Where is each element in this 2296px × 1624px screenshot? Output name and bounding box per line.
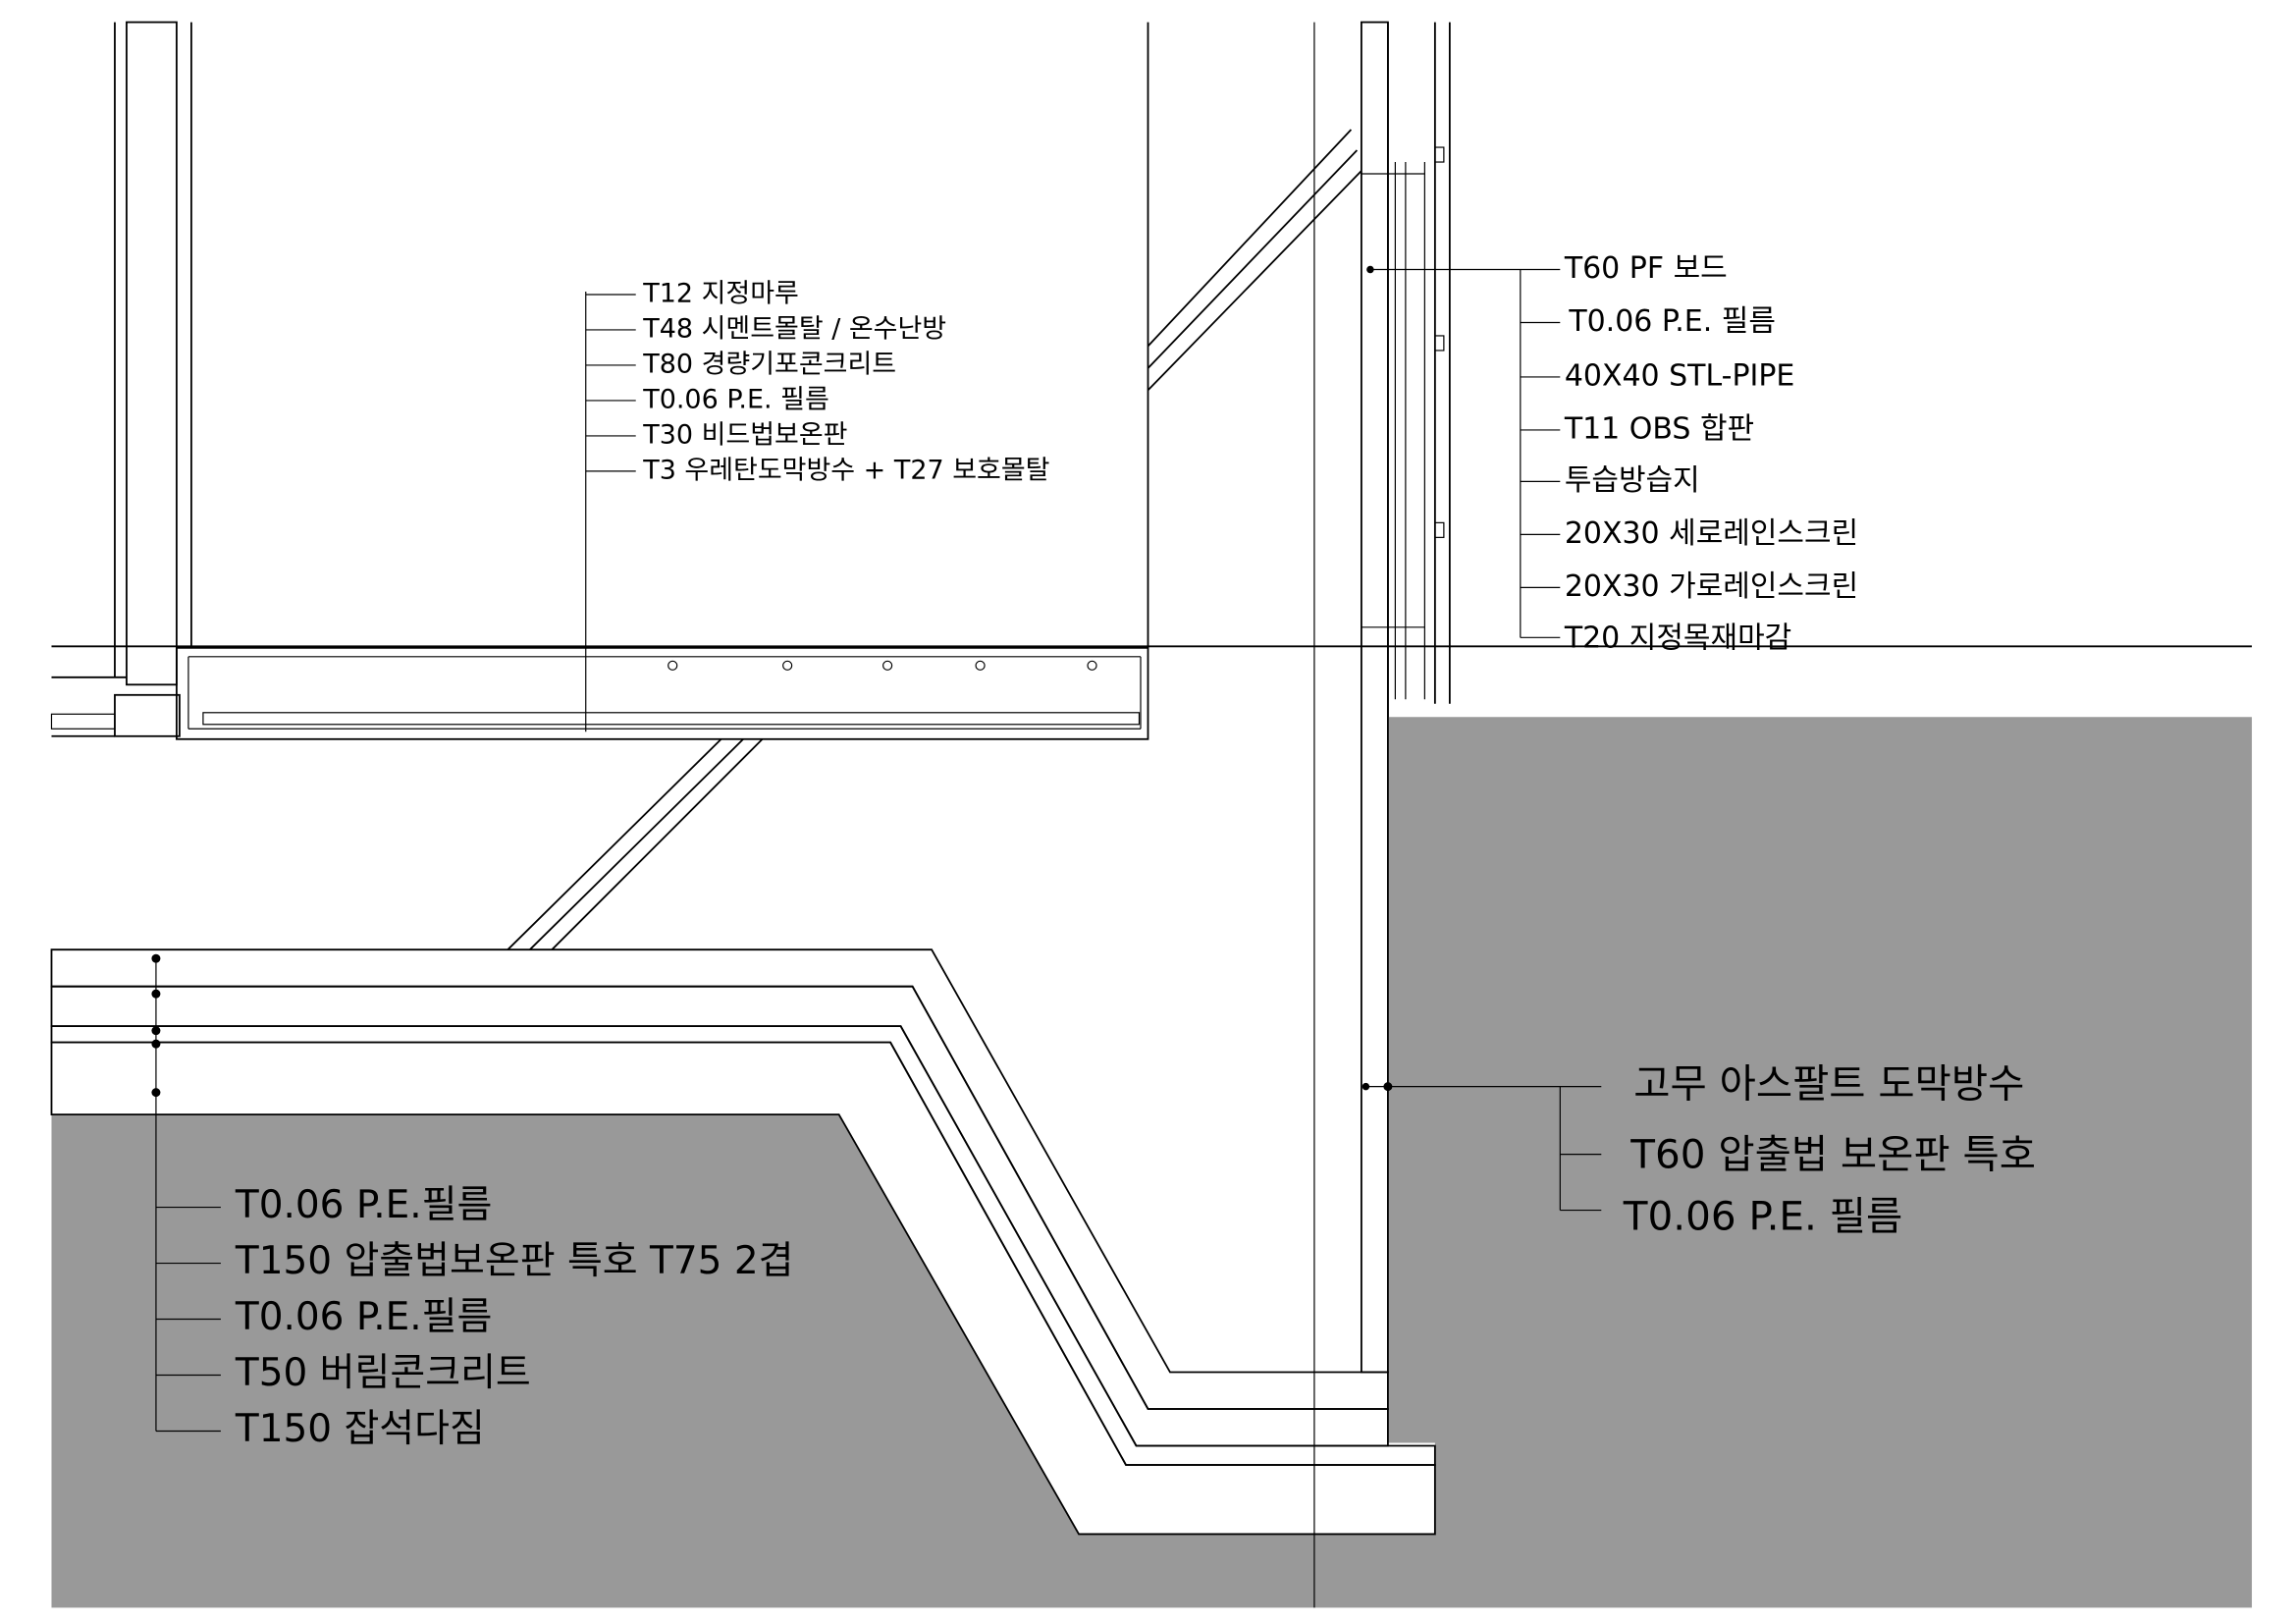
basement-wall-callout-group: 고무 아스팔트 도막방수 T60 압출법 보온판 특호 T0.06 P.E. 필… xyxy=(1362,1060,2036,1240)
floor-slab xyxy=(176,646,1149,740)
wall-callout: 20X30 가로레인스크린 xyxy=(1565,569,1858,604)
basement-wall-callout: T0.06 P.E. 필름 xyxy=(1623,1193,1902,1240)
wall-callout: 투습방습지 xyxy=(1565,463,1700,498)
basement-wall-callout: T60 압출법 보온판 특호 xyxy=(1629,1131,2036,1178)
foundation-callout-group: T0.06 P.E.필름 T150 압출법보온판 특호 T75 2겹 T0.06… xyxy=(151,953,794,1451)
wall-insulation xyxy=(1361,21,1389,1374)
foundation-callout: T0.06 P.E.필름 xyxy=(235,1183,492,1227)
left-wall xyxy=(126,21,178,686)
floor-callout-group: T12 지정마루 T48 시멘트몰탈 / 온수난방 T80 경량기포콘크리트 T… xyxy=(585,278,1049,732)
floor-callout: T48 시멘트몰탈 / 온수난방 xyxy=(642,313,946,344)
ground-soil xyxy=(51,717,2253,1608)
basement-wall-callout: 고무 아스팔트 도막방수 xyxy=(1633,1060,2024,1108)
wall-callout: 20X30 세로레인스크린 xyxy=(1565,516,1858,551)
wall-callout: T20 지정목재마감 xyxy=(1564,621,1791,655)
wall-callout: T0.06 P.E. 필름 xyxy=(1568,304,1776,339)
wall-callout: T60 PF 보드 xyxy=(1564,251,1728,286)
wall-callout-group: T60 PF 보드 T0.06 P.E. 필름 40X40 STL-PIPE T… xyxy=(1366,251,1858,655)
floor-callout: T80 경량기포콘크리트 xyxy=(642,349,896,379)
foundation-callout: T150 잡석다짐 xyxy=(235,1407,485,1451)
foundation-callout: T0.06 P.E.필름 xyxy=(235,1295,492,1339)
floor-callout: T3 우레탄도막방수 + T27 보호몰탈 xyxy=(642,455,1049,485)
insulation-layer-lower xyxy=(50,985,1389,1447)
wall-callout: 40X40 STL-PIPE xyxy=(1565,358,1795,393)
heating-pipe-icons xyxy=(667,660,1097,671)
foundation-callout: T150 압출법보온판 특호 T75 2겹 xyxy=(235,1239,794,1283)
wall-callout: T11 OBS 합판 xyxy=(1564,411,1754,446)
floor-callout: T12 지정마루 xyxy=(642,278,799,308)
foundation-callout: T50 버림콘크리트 xyxy=(235,1351,531,1395)
floor-callout: T30 비드법보온판 xyxy=(642,419,847,450)
floor-callout: T0.06 P.E. 필름 xyxy=(642,384,829,414)
